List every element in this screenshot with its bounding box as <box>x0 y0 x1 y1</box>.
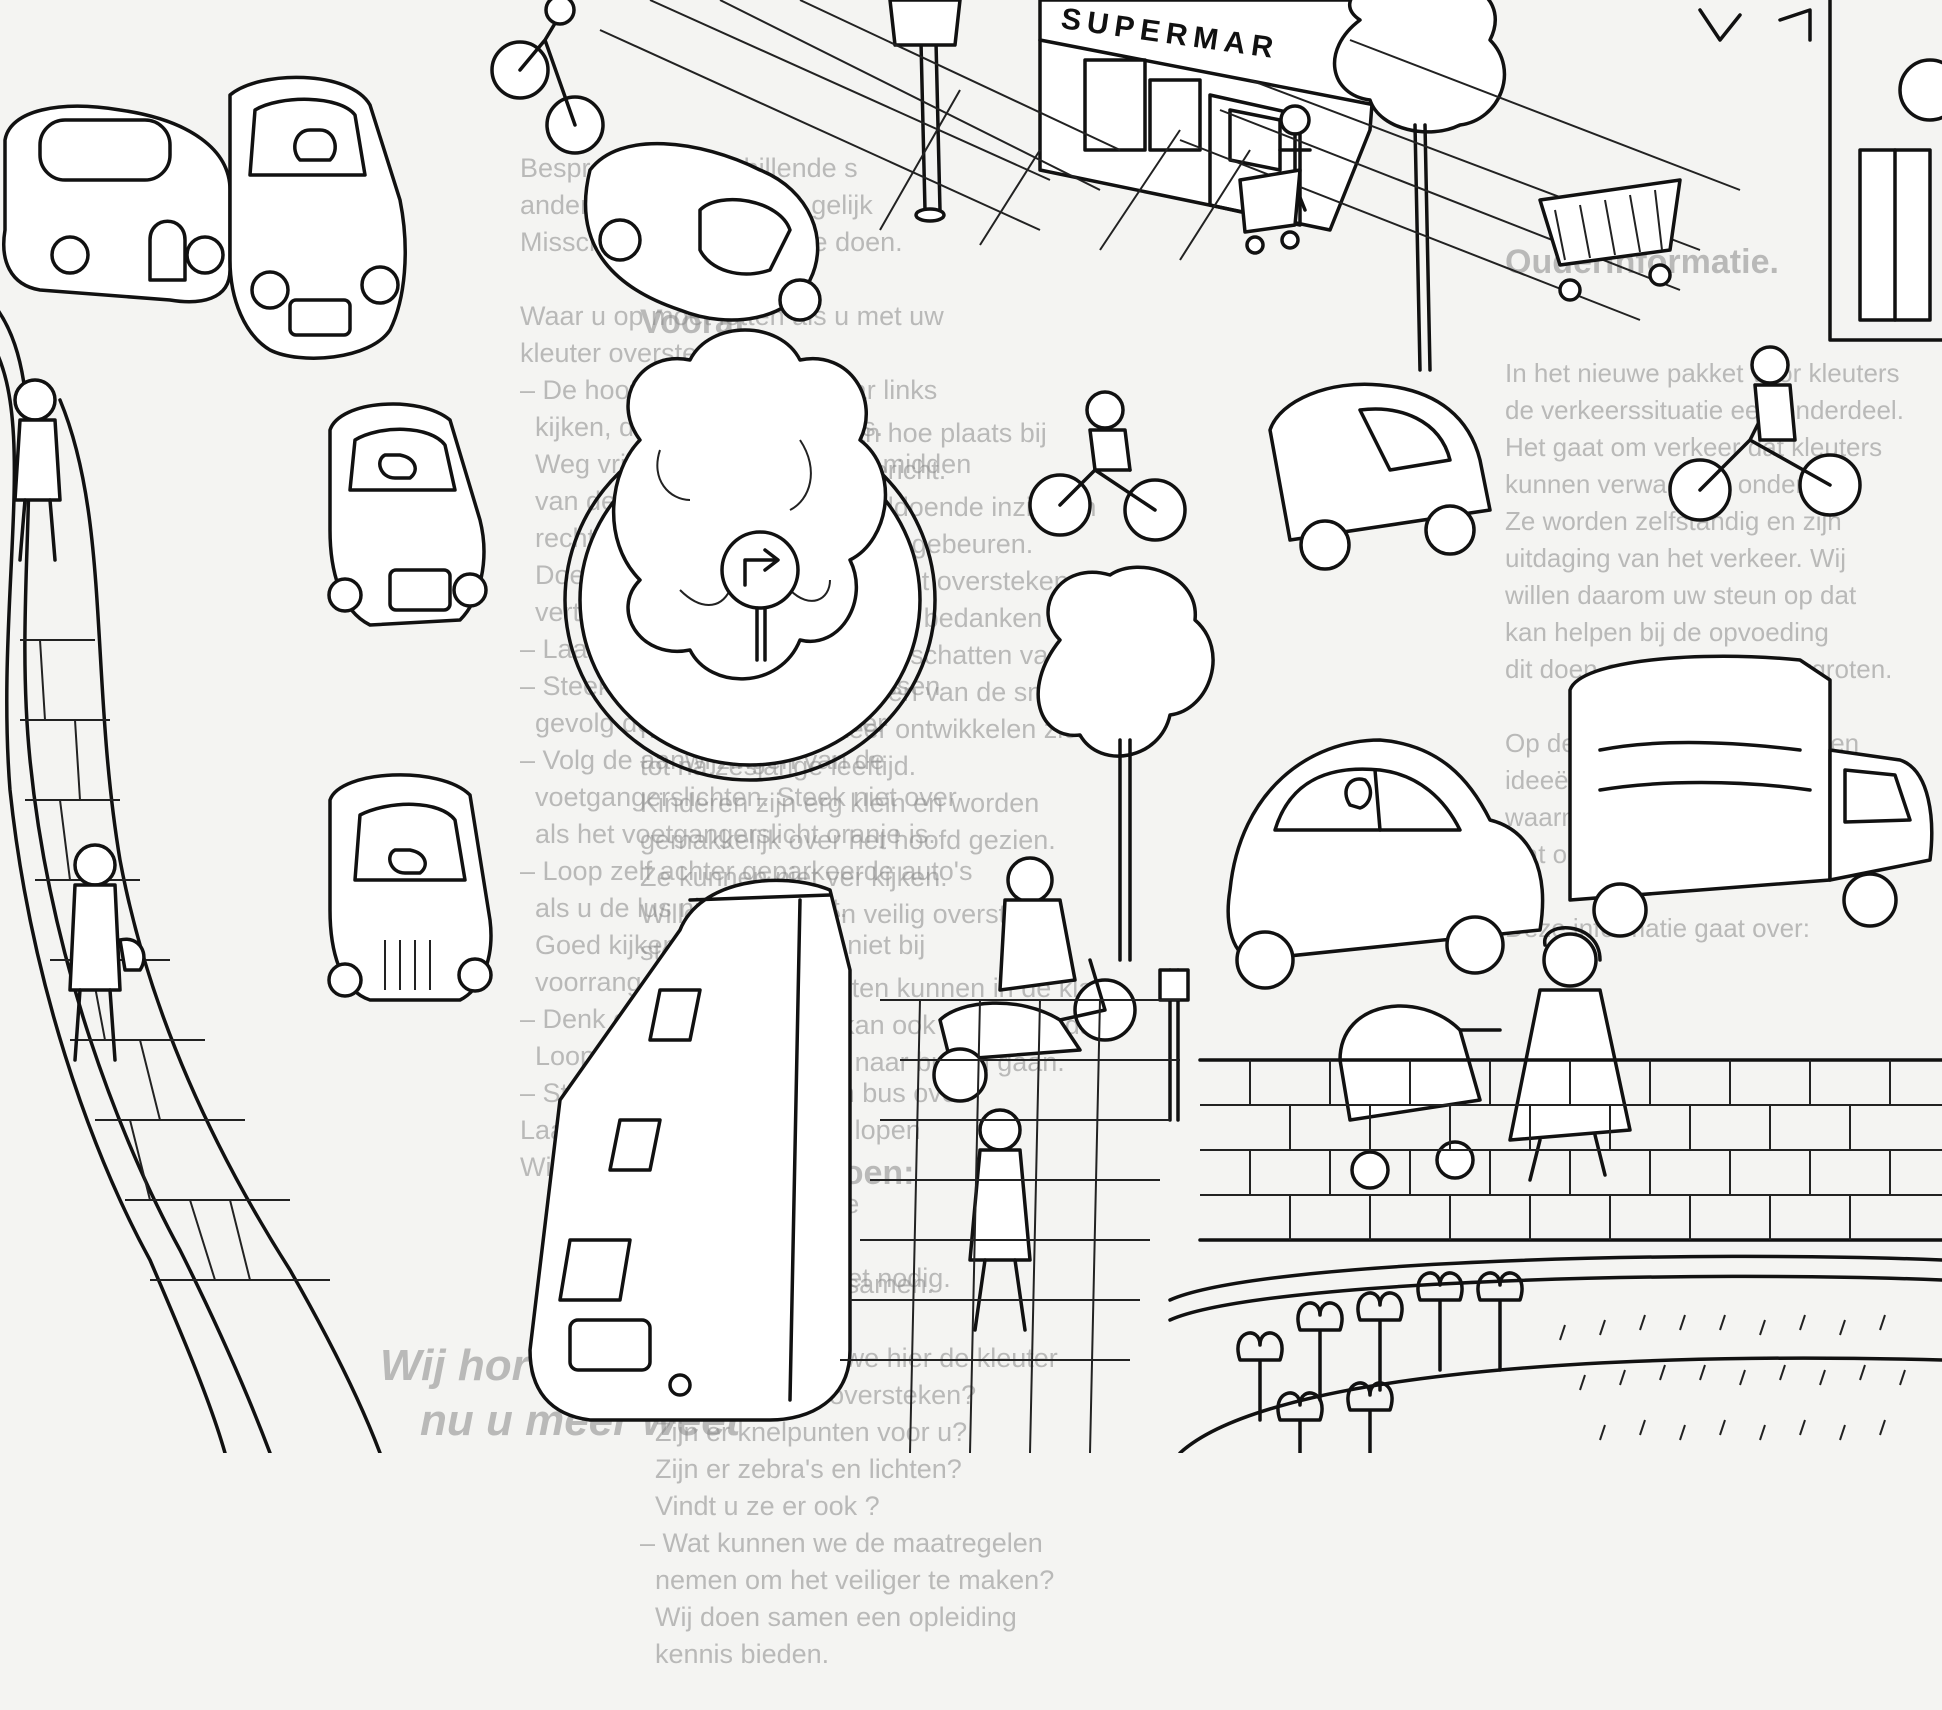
car-top-left-2 <box>228 75 407 360</box>
brick-wall <box>1198 1058 1942 1242</box>
car-right-upper <box>1268 382 1492 571</box>
paved-square <box>599 0 1741 321</box>
car-diagonal-top <box>583 141 822 322</box>
tree-supermarket <box>1332 0 1507 372</box>
pedestrian-crossing-man <box>968 1108 1032 1332</box>
street-scene-coloring-page: SUPERMAR <box>0 0 1942 1453</box>
bus-lower-middle <box>528 878 852 1422</box>
car-left-lower <box>327 773 493 1002</box>
pedestrian-left-upper <box>13 378 62 562</box>
house-top-right <box>1698 0 1942 342</box>
shopping-cart-2 <box>1238 168 1302 255</box>
roundabout-arrow-sign <box>720 530 800 610</box>
car-top-left-1 <box>2 104 232 304</box>
tree-middle <box>1036 565 1215 962</box>
shopping-cart-1 <box>1538 178 1682 302</box>
roundabout <box>563 328 937 782</box>
delivery-truck <box>1568 654 1934 938</box>
car-right-lower <box>1226 738 1545 990</box>
sidewalk-tiles-middle <box>840 999 1180 1453</box>
car-left-middle <box>327 402 488 627</box>
flower-bed <box>1168 1254 1942 1453</box>
lamp-post <box>888 0 962 223</box>
cyclist-top <box>490 0 605 155</box>
cyclist-right <box>1668 345 1862 522</box>
road-sign-post <box>1158 968 1190 1122</box>
cyclist-middle <box>1028 390 1187 542</box>
pedestrian-left-lower <box>68 843 146 1062</box>
supermarket-building: SUPERMAR <box>1038 0 1382 232</box>
moped-rider <box>932 856 1137 1103</box>
